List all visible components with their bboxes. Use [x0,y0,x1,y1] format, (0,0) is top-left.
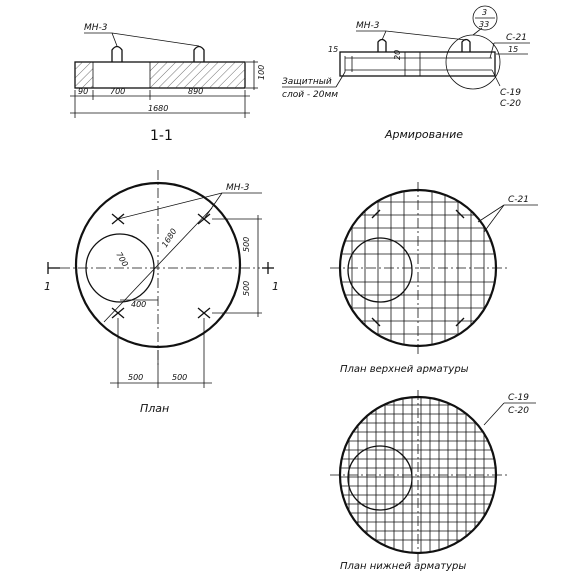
dim-400: 400 [131,300,146,309]
top-reinforcement-plan: С-21 План верхней арматуры [330,182,538,375]
dim-1680-section: 1680 [148,104,168,113]
mn3-label-plan: МН-3 [226,183,250,193]
callout-bottom: 33 [479,20,489,29]
slab-detail-body [339,51,496,77]
dim-500-right-bottom: 500 [242,281,251,296]
protective-layer-1: Защитный [282,77,332,87]
opening-top [347,237,413,303]
dim-15-left: 15 [328,45,338,54]
mn3-label-detail: МН-3 [356,21,380,31]
detail-callout-circle [445,34,501,90]
bottom-reinforcement-plan: С-19 С-20 План нижней арматуры [330,390,536,572]
dim-700: 700 [110,87,125,96]
title-reinforcement: Армирование [384,128,463,141]
lifting-loop-detail-left [377,38,387,52]
cut-mark-right: 1 [272,280,279,293]
c21-label-top: С-21 [508,195,529,205]
dim-700-opening: 700 [114,251,129,269]
title-bottom-reinforcement: План нижней арматуры [340,561,466,572]
lifting-loop-right [193,45,205,62]
dim-890: 890 [188,87,203,96]
c20-label-bottom: С-20 [508,406,529,416]
title-plan: План [140,402,169,415]
cut-mark-left: 1 [44,280,51,293]
callout-bubble [472,5,498,31]
dim-500-bottom-left: 500 [128,373,143,382]
lifting-loop-left [111,45,123,62]
dim-20-detail: 20 [393,50,402,60]
dim-500-right-top: 500 [242,237,251,252]
protective-layer-2: слой - 20мм [282,90,338,100]
opening-bottom [347,445,413,511]
slab-section-hatch-right [150,62,245,88]
section-mark: 1-1 [150,128,173,144]
mn3-label-section: МН-3 [84,23,108,33]
c19-label-bottom: С-19 [508,393,529,403]
title-top-reinforcement: План верхней арматуры [340,364,469,375]
dim-100: 100 [257,65,266,80]
c20-label-detail: С-20 [500,99,521,109]
dim-15-right: 15 [508,45,518,54]
lifting-loop-detail-right [461,38,471,52]
section-1-1: МН-3 90 700 890 1680 100 1-1 [70,23,266,144]
c21-label-detail: С-21 [506,33,527,43]
dim-500-bottom-right: 500 [172,373,187,382]
slab-section-hatch-left [75,62,93,88]
dim-90: 90 [78,87,88,96]
plan-view: 1 1 МН-3 1680 700 400 500 500 [44,170,279,415]
callout-top: 3 [482,8,487,17]
c19-label-detail: С-19 [500,88,521,98]
reinforcement-detail: МН-3 15 20 3 33 С-21 15 С-19 С-20 Защитн… [282,5,530,141]
